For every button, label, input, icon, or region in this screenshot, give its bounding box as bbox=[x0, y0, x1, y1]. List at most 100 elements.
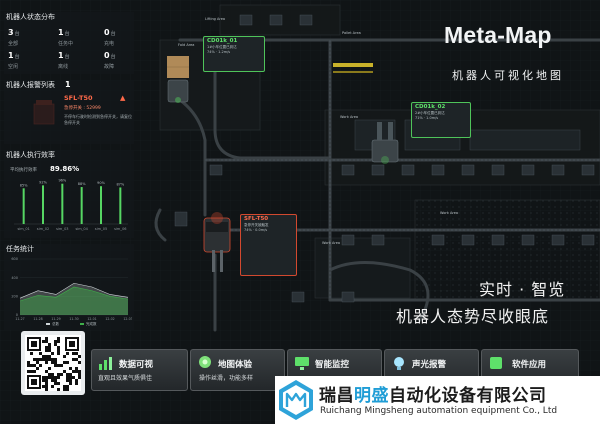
robot-card-id: SFL-T50 bbox=[244, 216, 269, 222]
task-series-line bbox=[19, 282, 129, 299]
slogan-line-2: 机器人态势尽收眼底 bbox=[396, 307, 550, 326]
svg-text:Work Area: Work Area bbox=[340, 115, 358, 119]
company-name: 瑞昌明盛自动化设备有限公司 bbox=[319, 386, 547, 406]
monitor-icon bbox=[295, 357, 309, 370]
avg-efficiency-value: 89.86% bbox=[50, 165, 80, 173]
svg-text:Work Area: Work Area bbox=[440, 211, 458, 215]
stat-label: 任务中 bbox=[58, 41, 74, 47]
company-banner: 瑞昌明盛自动化设备有限公司 Ruichang Mingsheng automat… bbox=[275, 376, 600, 424]
svg-text:Work Area: Work Area bbox=[322, 241, 340, 245]
bar-chart-icon bbox=[99, 357, 112, 370]
efficiency-bar bbox=[61, 183, 64, 224]
stat-label: 离线 bbox=[58, 64, 69, 70]
stat-value: 1台 bbox=[8, 51, 20, 60]
task-x-tick: 11-30 bbox=[69, 317, 78, 321]
warning-icon: ▲ bbox=[120, 94, 126, 102]
qr-code-pattern bbox=[25, 335, 81, 391]
page-subtitle: 机器人可视化地图 bbox=[452, 69, 564, 82]
stat-value: 1台 bbox=[58, 51, 70, 60]
efficiency-tick-label: sim_01 bbox=[17, 227, 29, 231]
svg-text:Fold Area: Fold Area bbox=[178, 43, 194, 47]
feature-label: 地图体验 bbox=[218, 360, 253, 370]
slogan-line-1: 实时 · 智览 bbox=[479, 280, 566, 299]
task-y-tick: 0 bbox=[16, 313, 18, 317]
feature-map-experience[interactable]: 地图体验 操作丝滑，功能多样 bbox=[190, 349, 285, 391]
stat-value: 1台 bbox=[58, 28, 70, 37]
task-area-chart: 600 400 200 011-27 11-28 11-29 11-30 12-01 12-02… bbox=[11, 257, 132, 326]
status-panel-title: 机器人状态分布 bbox=[6, 13, 55, 21]
efficiency-bar-label: 92% bbox=[39, 180, 47, 184]
alarm-description: 不停车行驶时检测到急停开关，请复位急停开关 bbox=[64, 114, 132, 125]
efficiency-bar bbox=[42, 185, 44, 224]
feature-data-visual[interactable]: 数据可视 直观且效果气质俱佳 bbox=[91, 349, 188, 391]
alarm-robot-name: SFL-T50 bbox=[64, 94, 93, 102]
stat-value: 0台 bbox=[104, 28, 116, 37]
task-series-line bbox=[19, 286, 129, 302]
efficiency-bar bbox=[100, 186, 102, 224]
task-y-tick: 200 bbox=[11, 295, 18, 299]
feature-label: 软件应用 bbox=[512, 360, 547, 370]
stat-label: 充电 bbox=[104, 41, 115, 47]
efficiency-tick-label: sim_04 bbox=[75, 227, 88, 231]
stat-value: 3台 bbox=[8, 28, 20, 37]
task-x-tick: 11-27 bbox=[15, 317, 24, 321]
robot-card-cd01k-01[interactable]: CD01k_01 1#小车位置已到达 74% · 1.2m/s bbox=[203, 36, 265, 72]
task-series-area bbox=[20, 287, 128, 315]
robot-card-battery: 74% · 1.2m/s bbox=[207, 50, 231, 54]
robot-card-id: CD01k_02 bbox=[415, 104, 446, 110]
task-panel-title: 任务统计 bbox=[6, 245, 34, 253]
task-legend-swatch bbox=[46, 323, 50, 325]
app-icon bbox=[490, 357, 502, 369]
company-name-english: Ruichang Mingsheng automation equipment … bbox=[320, 406, 558, 416]
company-logo-icon bbox=[279, 380, 313, 420]
stat-value: 0台 bbox=[104, 51, 116, 60]
feature-label: 智能监控 bbox=[315, 360, 350, 370]
efficiency-tick-label: sim_05 bbox=[95, 227, 107, 231]
efficiency-bar bbox=[80, 187, 83, 224]
robot-card-battery: 74% · 0.0m/s bbox=[244, 228, 268, 232]
svg-text:Lifting Area: Lifting Area bbox=[205, 17, 225, 21]
feature-label: 数据可视 bbox=[119, 360, 154, 370]
alarm-bulb-icon bbox=[394, 357, 404, 370]
efficiency-bar-label: 96% bbox=[58, 179, 66, 183]
task-x-tick: 11-29 bbox=[51, 317, 60, 321]
efficiency-bar-label: 90% bbox=[97, 181, 105, 185]
stat-label: 故障 bbox=[104, 64, 115, 70]
efficiency-bar bbox=[22, 188, 25, 224]
task-series-area bbox=[20, 283, 128, 315]
efficiency-tick-label: sim_02 bbox=[37, 227, 49, 231]
efficiency-tick-label: sim_06 bbox=[114, 227, 126, 231]
stat-label: 空闲 bbox=[8, 64, 19, 70]
robot-card-cd01k-02[interactable]: CD01k_02 2#小车位置已到达 71% · 1.0m/s bbox=[411, 102, 471, 138]
task-y-tick: 600 bbox=[11, 257, 18, 261]
task-x-tick: 12-01 bbox=[87, 317, 96, 321]
efficiency-bar-label: 88% bbox=[78, 182, 86, 186]
robot-card-status: 急停开关被触发 bbox=[244, 223, 269, 227]
page-title: Meta-Map bbox=[444, 22, 552, 48]
status-panel: 机器人状态分布 3台 全部 1台 任务中 0台 充电 1台 空闲 1台 离线 0… bbox=[4, 12, 134, 74]
efficiency-panel-title: 机器人执行效率 bbox=[6, 151, 55, 159]
efficiency-bar-label: 87% bbox=[116, 182, 124, 186]
task-legend-label: 总数 bbox=[52, 321, 59, 326]
robot-card-battery: 71% · 1.0m/s bbox=[415, 116, 439, 120]
efficiency-bar-label: 85% bbox=[20, 183, 28, 187]
efficiency-panel: 机器人执行效率 平均执行效率 89.86% 85% sim_01 92% sim_02… bbox=[4, 150, 134, 238]
avg-efficiency-label: 平均执行效率 bbox=[10, 168, 37, 173]
feature-description: 操作丝滑，功能多样 bbox=[199, 375, 254, 382]
feature-label: 声光报警 bbox=[412, 360, 447, 370]
task-y-tick: 400 bbox=[11, 276, 18, 280]
alarm-item[interactable]: SFL-T50 ▲ 急停开关 : 52999 不停车行驶时检测到急停开关，请复位… bbox=[64, 94, 132, 140]
task-legend-swatch bbox=[80, 323, 84, 325]
robot-card-status: 2#小车位置已到达 bbox=[415, 111, 445, 115]
feature-description: 直观且效果气质俱佳 bbox=[98, 375, 153, 382]
task-x-tick: 12-02 bbox=[105, 317, 114, 321]
map-pin-icon bbox=[199, 356, 211, 368]
robot-card-sfl-t50[interactable]: SFL-T50 急停开关被触发 74% · 0.0m/s bbox=[240, 214, 297, 276]
svg-text:Pallet Area: Pallet Area bbox=[342, 31, 361, 35]
efficiency-bar-chart: 85%sim_0192%sim_0296%sim_0388%sim_0490%s… bbox=[14, 179, 128, 231]
alarm-count: 1 bbox=[65, 80, 71, 89]
task-x-tick: 11-28 bbox=[33, 317, 42, 321]
